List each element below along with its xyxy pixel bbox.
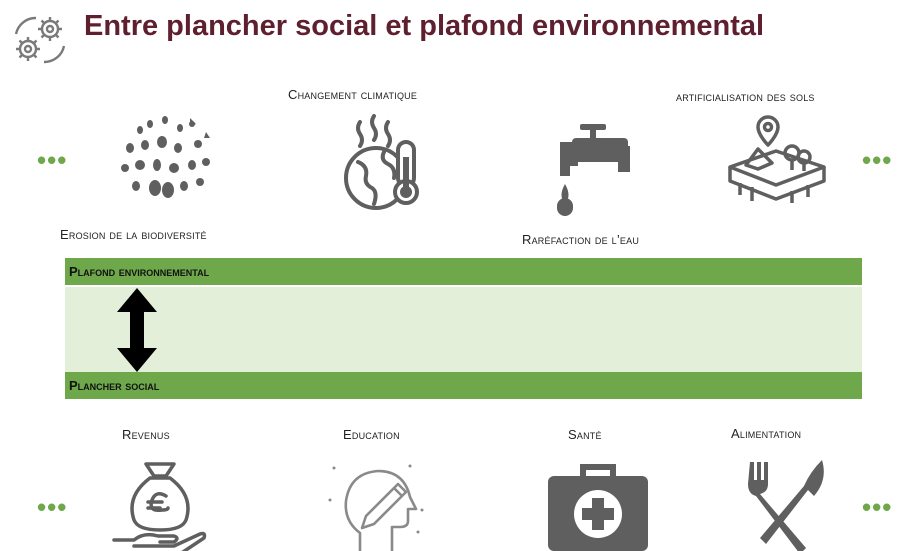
more-dots-right-top: ••• — [862, 145, 893, 175]
gears-icon — [14, 16, 66, 64]
label-artificialisation-sols: artificialisation des sols — [676, 89, 815, 104]
earth-thermometer-icon — [344, 114, 419, 210]
double-arrow-icon — [117, 288, 157, 372]
safe-zone — [65, 287, 862, 372]
fork-knife-icon — [748, 460, 824, 551]
head-pencil-icon — [328, 464, 424, 551]
label-alimentation: Alimentation — [731, 426, 802, 441]
label-plancher: Plancher social — [69, 378, 160, 393]
more-dots-left-bottom: ••• — [37, 492, 68, 522]
label-revenus: Revenus — [122, 427, 170, 442]
animal-footprints-icon — [121, 116, 210, 198]
page-title: Entre plancher social et plafond environ… — [84, 10, 765, 42]
money-bag-hand-icon — [112, 462, 207, 551]
label-changement-climatique: Changement climatique — [288, 87, 418, 102]
dripping-faucet-icon — [557, 124, 630, 216]
label-plafond: Plafond environnemental — [69, 264, 210, 279]
label-education: Education — [343, 427, 400, 442]
more-dots-right-bottom: ••• — [862, 492, 893, 522]
band-plancher-social: Plancher social — [65, 372, 862, 399]
first-aid-kit-icon — [548, 464, 648, 551]
land-location-pin-icon — [728, 115, 826, 203]
label-sante: Santé — [568, 427, 602, 442]
more-dots-left-top: ••• — [37, 145, 68, 175]
label-erosion-biodiversite: Erosion de la biodiversité — [60, 227, 207, 242]
band-plafond-environnemental: Plafond environnemental — [65, 258, 862, 285]
label-rarefaction-eau: Raréfaction de l’eau — [522, 232, 640, 247]
